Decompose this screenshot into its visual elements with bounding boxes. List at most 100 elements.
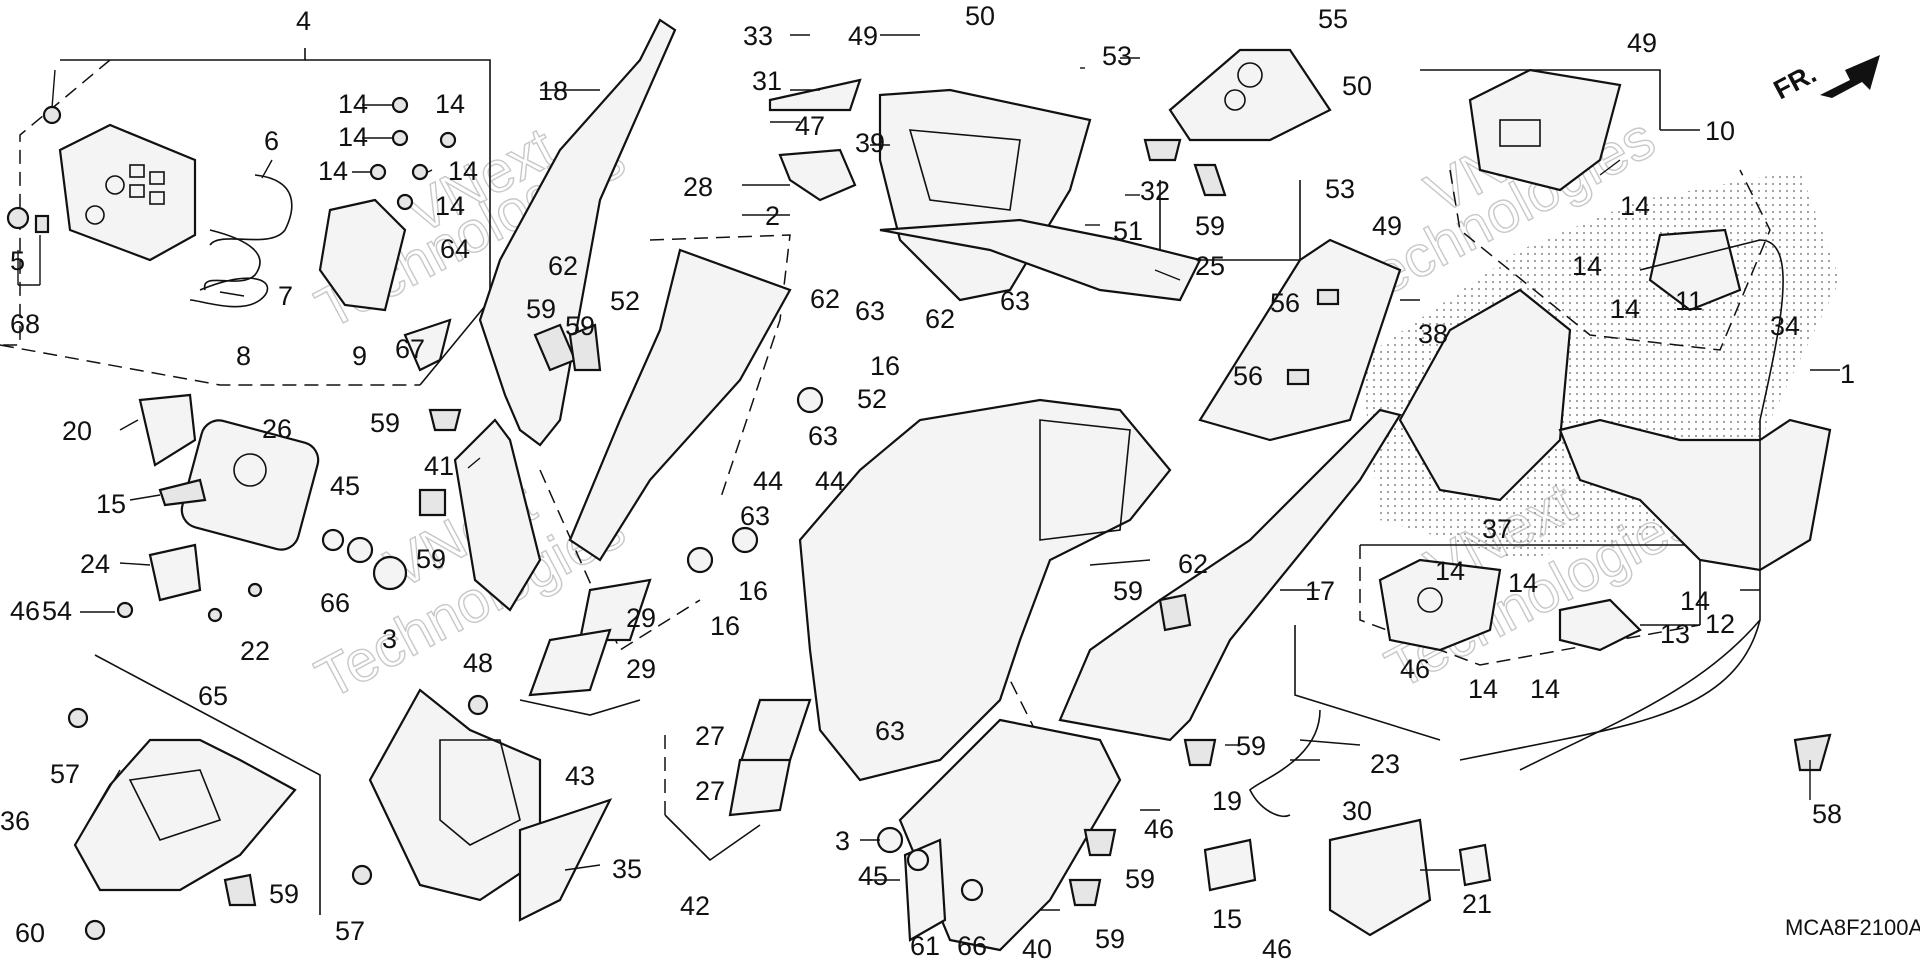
callout-label: 35 xyxy=(612,854,642,884)
audio-display xyxy=(1499,119,1541,147)
console-opening xyxy=(908,129,1021,211)
leader xyxy=(89,769,121,821)
callout-label: 52 xyxy=(857,384,887,414)
callout-label: 62 xyxy=(810,284,840,314)
bolt xyxy=(467,694,489,716)
callout-label: 23 xyxy=(1370,749,1400,779)
leader xyxy=(427,169,433,173)
bolt xyxy=(247,582,263,598)
callout-label: 7 xyxy=(278,281,293,311)
bolt xyxy=(439,131,457,149)
bracket-4 xyxy=(60,48,306,61)
bolt xyxy=(67,707,89,729)
release-cable xyxy=(1249,709,1321,817)
bolt xyxy=(396,193,414,211)
callout-label: 31 xyxy=(752,66,782,96)
cover-opening xyxy=(128,769,222,841)
cover-hole xyxy=(1237,62,1263,88)
bolt xyxy=(391,96,409,114)
callout-label: 43 xyxy=(565,761,595,791)
callout-label: 46 xyxy=(1144,814,1174,844)
callout-label: 28 xyxy=(683,172,713,202)
callout-label: 8 xyxy=(236,341,251,371)
callout-label: 56 xyxy=(1233,361,1263,391)
callout-label: 5 xyxy=(10,246,25,276)
clip xyxy=(1193,163,1227,197)
callout-label: 63 xyxy=(875,716,905,746)
callout-label: 12 xyxy=(1705,609,1735,639)
clip-nut xyxy=(1286,368,1310,386)
key-slot xyxy=(233,453,267,487)
callout-label: 66 xyxy=(957,931,987,960)
leader xyxy=(1089,559,1151,566)
callout-label: 16 xyxy=(870,351,900,381)
callout-label: 11 xyxy=(1675,286,1703,316)
side-trim-strip xyxy=(478,18,677,447)
callout-label: 30 xyxy=(1342,796,1372,826)
speaker-box xyxy=(1398,288,1572,502)
callout-label: 59 xyxy=(370,408,400,438)
leader-lines xyxy=(17,34,1840,911)
clip xyxy=(1183,738,1217,767)
callout-label: 68 xyxy=(10,309,40,339)
bracket-bar xyxy=(768,78,862,112)
wire-harness xyxy=(209,174,293,246)
inner-trim-panel xyxy=(453,418,542,612)
upper-trim-band xyxy=(879,218,1202,302)
callout-label: 27 xyxy=(695,721,725,751)
switch-button xyxy=(129,184,145,198)
callout-label: 50 xyxy=(1342,71,1372,101)
bolt xyxy=(411,163,429,181)
clip xyxy=(568,323,602,372)
callout-label: 22 xyxy=(240,636,270,666)
switch-box xyxy=(1328,818,1432,937)
callout-label: 62 xyxy=(925,304,955,334)
inner-pocket xyxy=(1198,238,1402,442)
callout-label: 45 xyxy=(858,861,888,891)
callout-label: 46 xyxy=(1400,654,1430,684)
lower-cover xyxy=(73,738,297,892)
callout-label: 15 xyxy=(96,489,126,519)
clip xyxy=(428,408,462,432)
callout-label: 14 xyxy=(1620,191,1650,221)
switch-knob xyxy=(105,175,125,195)
callout-label: 1 xyxy=(1840,359,1855,389)
callout-label: 9 xyxy=(352,341,367,371)
rubber-pad xyxy=(728,758,792,817)
glove-box xyxy=(368,688,542,902)
bracket-4 xyxy=(0,344,420,386)
leader xyxy=(51,69,56,109)
callout-label: 65 xyxy=(198,681,228,711)
lower-inner-cover xyxy=(898,718,1122,952)
callout-label: 55 xyxy=(1318,4,1348,34)
box-opening xyxy=(439,739,521,846)
callout-label: 3 xyxy=(835,826,850,856)
switch-knob xyxy=(1417,587,1443,613)
callout-label: 3 xyxy=(382,624,397,654)
callout-label: 63 xyxy=(855,296,885,326)
bracket-10 xyxy=(1420,69,1661,130)
callout-label: 59 xyxy=(416,544,446,574)
callout-label: 39 xyxy=(855,128,885,158)
callout-label: 62 xyxy=(1178,549,1208,579)
callout-label: 16 xyxy=(710,611,740,641)
callout-label: 14 xyxy=(435,89,465,119)
bracket-10 xyxy=(1449,169,1771,351)
leader xyxy=(119,419,139,431)
wire-harness xyxy=(203,229,261,291)
callout-label: 14 xyxy=(1610,294,1640,324)
front-direction-label: FR. xyxy=(1769,58,1821,105)
callout-label: 38 xyxy=(1418,319,1448,349)
clip xyxy=(1083,828,1117,857)
bolt xyxy=(391,129,409,147)
front-inner-cover xyxy=(798,398,1172,782)
bracket-25 xyxy=(1159,180,1301,261)
callout-label: 20 xyxy=(62,416,92,446)
leader xyxy=(129,494,161,501)
callout-label: 24 xyxy=(80,549,110,579)
callout-label: 29 xyxy=(626,603,656,633)
bracket-4 xyxy=(305,59,491,386)
callout-label: 66 xyxy=(320,588,350,618)
clip xyxy=(418,488,447,517)
